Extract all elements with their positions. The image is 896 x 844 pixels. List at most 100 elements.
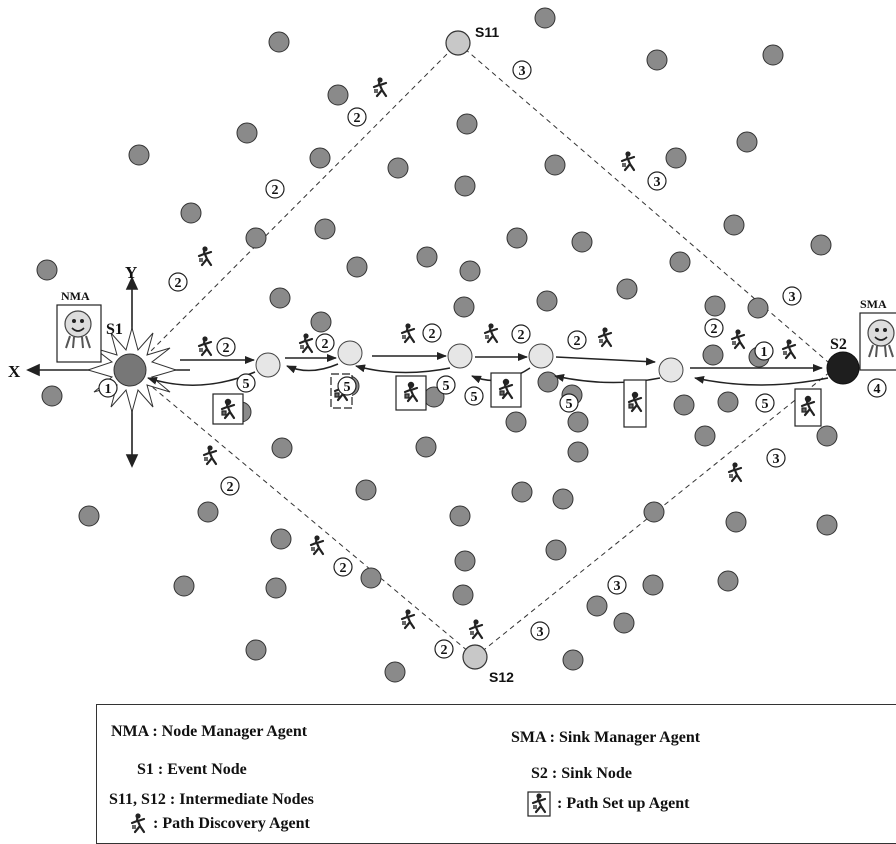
step-marker-label: 3 [614, 579, 621, 594]
step-marker-two: 2 [265, 179, 285, 199]
step-marker-two: 2 [220, 476, 240, 496]
sensor-node [245, 227, 267, 249]
dashed-diamond-route [131, 42, 836, 658]
step-marker-five: 5 [436, 375, 456, 395]
backward-arrows [147, 363, 829, 386]
sensor-node [360, 567, 382, 589]
legend-path-setup: : Path Set up Agent [527, 791, 689, 817]
legend-nma: NMA : Node Manager Agent [111, 723, 307, 741]
step-marker-label: 5 [443, 379, 450, 394]
sensor-node [717, 391, 739, 413]
sink-manager-agent [859, 312, 896, 371]
axis-label-y: Y [125, 263, 137, 282]
intermediate-node-s12 [462, 644, 488, 670]
sensor-node [673, 394, 695, 416]
step-marker-label: 5 [566, 397, 573, 412]
sensor-node [723, 214, 745, 236]
sensor-node [78, 505, 100, 527]
sensor-node [505, 411, 527, 433]
step-marker-two: 2 [315, 333, 335, 353]
sensor-node [511, 481, 533, 503]
sensor-node [384, 661, 406, 683]
step-marker-label: 2 [574, 334, 581, 349]
step-marker-label: 3 [654, 175, 661, 190]
sensor-node [571, 231, 593, 253]
sensor-node [270, 528, 292, 550]
sensor-node [454, 550, 476, 572]
step-marker-five: 5 [236, 373, 256, 393]
step-marker-label: 2 [441, 643, 448, 658]
step-marker-label: 2 [223, 341, 230, 356]
step-marker-label: 3 [789, 290, 796, 305]
forward-arrows [180, 352, 823, 372]
sensor-node [702, 344, 724, 366]
step-marker-three: 3 [766, 448, 786, 468]
label-s11: S11 [475, 24, 499, 40]
step-marker-two: 2 [511, 324, 531, 344]
legend-s2: S2 : Sink Node [531, 765, 632, 783]
sensor-node [537, 371, 559, 393]
sensor-node [534, 7, 556, 29]
sensor-node [669, 251, 691, 273]
sensor-node [245, 639, 267, 661]
legend-s11-s12: S11, S12 : Intermediate Nodes [109, 791, 314, 809]
axis-label-x: X [8, 362, 21, 381]
sensor-node [355, 479, 377, 501]
sensor-node [552, 488, 574, 510]
step-marker-label: 3 [537, 625, 544, 640]
legend-s1-text: S1 : Event Node [137, 761, 247, 778]
sensor-node [586, 595, 608, 617]
sensor-node [717, 570, 739, 592]
step-marker-label: 2 [711, 322, 718, 337]
step-marker-three: 3 [512, 60, 532, 80]
sensor-node [544, 154, 566, 176]
sensor-node [506, 227, 528, 249]
label-nma: NMA [61, 289, 90, 303]
legend-path-discovery: : Path Discovery Agent [129, 813, 310, 835]
step-marker-four: 4 [867, 378, 887, 398]
step-marker-label: 1 [105, 382, 112, 397]
sensor-node [456, 113, 478, 135]
sensor-node [643, 501, 665, 523]
step-marker-label: 5 [344, 380, 351, 395]
sensor-node [562, 649, 584, 671]
sensor-node [747, 297, 769, 319]
path-setup-agent-icon [527, 791, 551, 817]
legend-sma: SMA : Sink Manager Agent [511, 729, 700, 747]
step-marker-three: 3 [607, 575, 627, 595]
sensor-node [415, 436, 437, 458]
sensor-node [810, 234, 832, 256]
step-marker-label: 2 [429, 327, 436, 342]
step-marker-label: 2 [272, 183, 279, 198]
sensor-node [762, 44, 784, 66]
step-marker-two: 2 [704, 318, 724, 338]
sensor-nodes [36, 7, 838, 683]
step-marker-label: 2 [354, 111, 361, 126]
sensor-node [459, 260, 481, 282]
sensor-node [265, 577, 287, 599]
step-marker-one: 1 [754, 341, 774, 361]
sensor-node [453, 296, 475, 318]
step-marker-two: 2 [567, 330, 587, 350]
path-discovery-agent-icon [129, 813, 147, 835]
sensor-node [269, 287, 291, 309]
sensor-node [536, 290, 558, 312]
sensor-node [314, 218, 336, 240]
step-marker-label: 2 [227, 480, 234, 495]
sensor-node [309, 147, 331, 169]
step-marker-two: 2 [333, 557, 353, 577]
step-marker-label: 2 [175, 276, 182, 291]
sensor-node [173, 575, 195, 597]
step-marker-three: 3 [647, 171, 667, 191]
legend-s2-text: S2 : Sink Node [531, 765, 632, 782]
sensor-node [327, 84, 349, 106]
sensor-node [449, 505, 471, 527]
sensor-node [704, 295, 726, 317]
sensor-node [128, 144, 150, 166]
sensor-node [310, 311, 332, 333]
sensor-node [642, 574, 664, 596]
step-marker-three: 3 [530, 621, 550, 641]
step-marker-label: 5 [471, 390, 478, 405]
